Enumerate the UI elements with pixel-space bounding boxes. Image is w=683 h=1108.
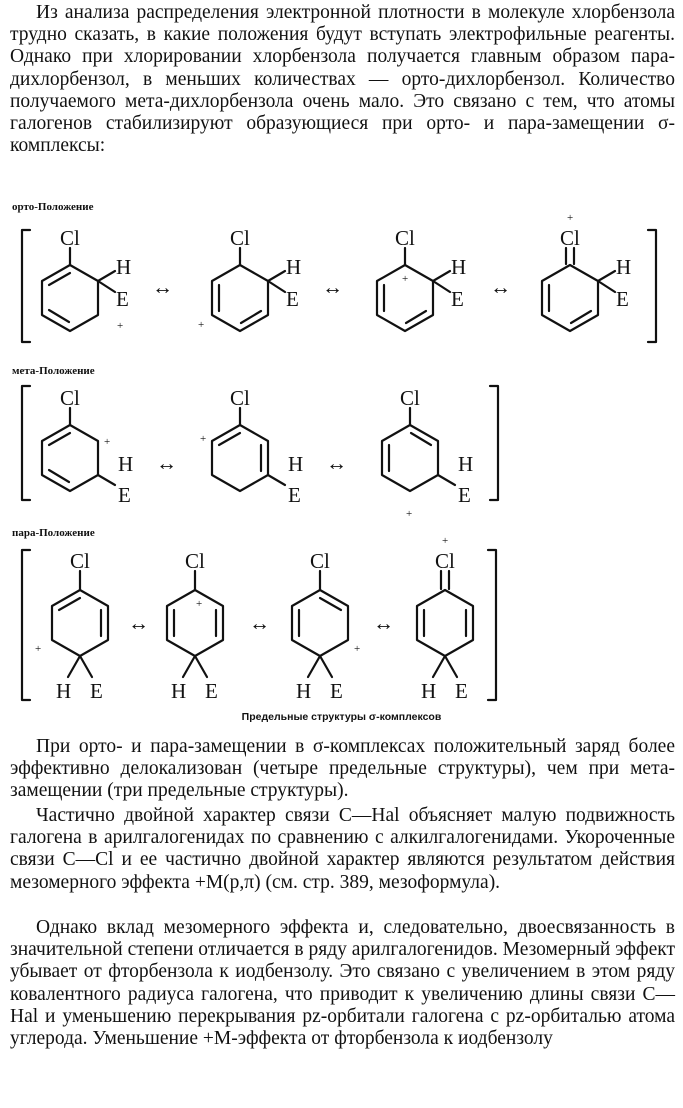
paragraph-mesomeric-effect: Однако вклад мезомерного эффекта и, след… [10, 917, 675, 1050]
resonance-arrow-ortho-3: ↔ [490, 275, 511, 299]
charge-para-2: + [196, 598, 202, 610]
charge-ortho-2: + [198, 319, 204, 331]
atom-cl-para-4: Cl [435, 549, 455, 573]
label-meta-position: мета-Положение [12, 365, 95, 377]
bracket-left-para [20, 548, 32, 702]
charge-meta-1: + [104, 436, 110, 448]
charge-meta-3: + [406, 508, 412, 520]
resonance-arrow-ortho-1: ↔ [152, 275, 173, 299]
structure-para-2 [165, 569, 225, 679]
structure-para-3 [290, 569, 350, 679]
atom-e-ortho-3: E [451, 287, 464, 311]
bracket-right-meta [488, 384, 500, 502]
atom-cl-para-1: Cl [70, 549, 90, 573]
atom-e-para-1: E [90, 679, 103, 703]
resonance-arrow-meta-1: ↔ [156, 451, 177, 475]
structure-meta-1 [40, 406, 117, 493]
label-ortho-position: орто-Положение [12, 201, 94, 213]
bracket-right-ortho [646, 228, 658, 344]
resonance-arrow-para-3: ↔ [373, 611, 394, 635]
charge-para-3: + [354, 643, 360, 655]
charge-ortho-1: + [117, 320, 123, 332]
bracket-right-para [486, 548, 498, 702]
atom-h-ortho-4: H [616, 255, 631, 279]
atom-cl-para-3: Cl [310, 549, 330, 573]
atom-cl-ortho-2: Cl [230, 226, 250, 250]
charge-para-1: + [35, 643, 41, 655]
resonance-arrow-para-2: ↔ [249, 611, 270, 635]
atom-h-ortho-2: H [286, 255, 301, 279]
atom-h-para-1: H [56, 679, 71, 703]
structure-para-4 [415, 569, 475, 679]
atom-h-para-4: H [421, 679, 436, 703]
resonance-arrow-meta-2: ↔ [326, 451, 347, 475]
atom-h-para-2: H [171, 679, 186, 703]
atom-cl-ortho-3: Cl [395, 226, 415, 250]
structure-meta-3 [380, 406, 457, 493]
charge-ortho-4: + [567, 212, 573, 224]
atom-e-ortho-4: E [616, 287, 629, 311]
structure-ortho-4 [540, 246, 617, 333]
atom-cl-meta-1: Cl [60, 386, 80, 410]
structure-ortho-1 [40, 246, 117, 333]
atom-cl-para-2: Cl [185, 549, 205, 573]
atom-e-meta-2: E [288, 483, 301, 507]
structure-ortho-2 [210, 246, 287, 333]
atom-e-meta-3: E [458, 483, 471, 507]
paragraph-intro: Из анализа распределения электронной пло… [10, 2, 675, 157]
paragraph-bond-character: Частично двойной характер связи C—Hal об… [10, 805, 675, 893]
bracket-left-ortho [20, 228, 32, 344]
atom-cl-ortho-4: Cl [560, 226, 580, 250]
atom-h-ortho-3: H [451, 255, 466, 279]
resonance-arrow-ortho-2: ↔ [322, 275, 343, 299]
paragraph-delocalization: При орто- и пара-замещении в σ-комплекса… [10, 736, 675, 802]
atom-cl-meta-2: Cl [230, 386, 250, 410]
atom-h-ortho-1: H [116, 255, 131, 279]
charge-para-4: + [442, 535, 448, 547]
atom-e-ortho-2: E [286, 287, 299, 311]
structure-para-1 [50, 569, 110, 679]
atom-cl-meta-3: Cl [400, 386, 420, 410]
resonance-arrow-para-1: ↔ [128, 611, 149, 635]
bracket-left-meta [20, 384, 32, 502]
atom-h-meta-3: H [458, 452, 473, 476]
charge-meta-2: + [200, 433, 206, 445]
atom-h-para-3: H [296, 679, 311, 703]
atom-h-meta-2: H [288, 452, 303, 476]
diagram-caption: Предельные структуры σ-комплексов [241, 711, 442, 723]
atom-e-ortho-1: E [116, 287, 129, 311]
atom-e-para-4: E [455, 679, 468, 703]
structure-meta-2 [210, 406, 287, 493]
atom-cl-ortho-1: Cl [60, 226, 80, 250]
atom-h-meta-1: H [118, 452, 133, 476]
structure-ortho-3 [375, 246, 452, 333]
charge-ortho-3: + [402, 273, 408, 285]
sigma-complex-diagram: Cl H E + Cl H E + Cl H E + + Cl H E Cl +… [20, 212, 658, 703]
atom-e-para-3: E [330, 679, 343, 703]
atom-e-meta-1: E [118, 483, 131, 507]
atom-e-para-2: E [205, 679, 218, 703]
label-para-position: пара-Положение [12, 527, 95, 539]
